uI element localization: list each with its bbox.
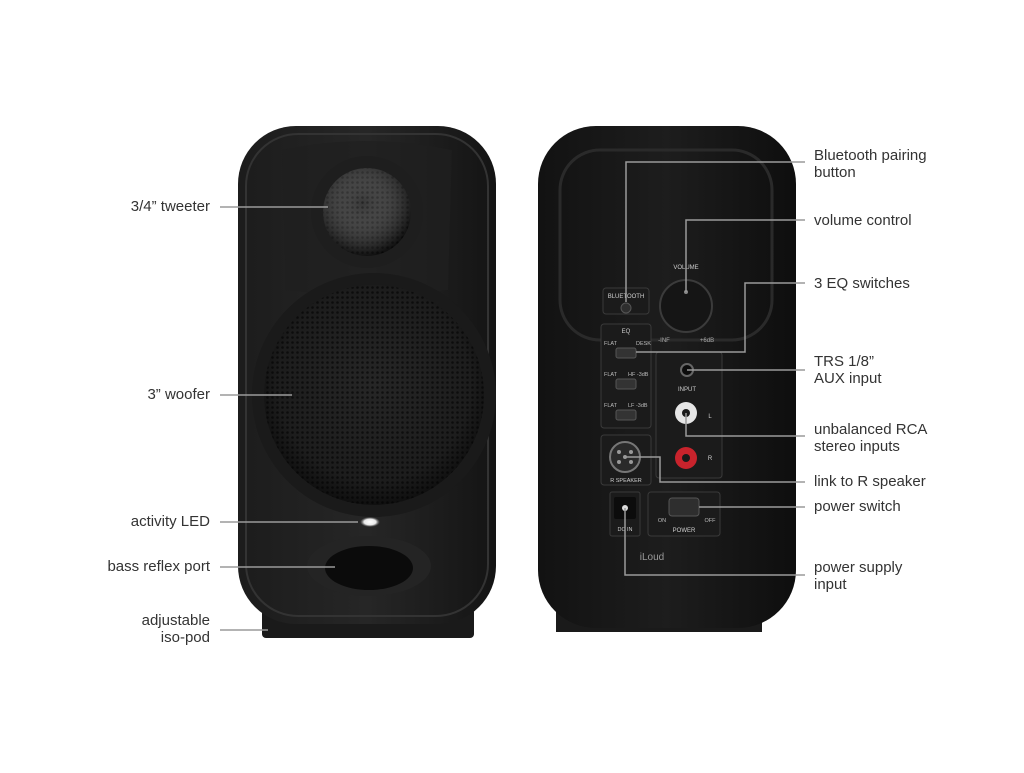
- volume-min-text: -INF: [658, 338, 670, 344]
- leader-bluetooth: [625, 161, 805, 302]
- label-volume: volume control: [814, 212, 912, 229]
- panel-eq-text: EQ: [622, 329, 631, 335]
- leader-psu: [624, 508, 805, 576]
- activity-led: [360, 517, 380, 527]
- back-speaker: BLUETOOTH VOLUME -INF +6dB EQ FLAT DESK …: [538, 126, 796, 632]
- panel-input-text: INPUT: [678, 387, 696, 393]
- eq3-flat-text: FLAT: [604, 403, 618, 409]
- panel-r-speaker-text: R SPEAKER: [610, 478, 642, 484]
- label-rca-line2: stereo inputs: [814, 438, 900, 455]
- label-bluetooth-line1: Bluetooth pairing: [814, 147, 927, 164]
- panel-r-text: R: [708, 456, 713, 462]
- panel-power-text: POWER: [673, 528, 696, 534]
- eq1-desk-text: DESK: [636, 341, 651, 347]
- front-speaker: [238, 126, 496, 638]
- label-link-r-speaker: link to R speaker: [814, 473, 926, 490]
- panel-on-text: ON: [658, 518, 666, 524]
- eq1-flat-text: FLAT: [604, 341, 618, 347]
- label-rca-line1: unbalanced RCA: [814, 421, 928, 438]
- label-trs-line2: AUX input: [814, 370, 882, 387]
- eq-switch-desk: [615, 347, 637, 359]
- leader-rca: [685, 413, 805, 437]
- leader-volume: [685, 219, 805, 292]
- power-rocker-switch: [668, 497, 700, 517]
- label-eq: 3 EQ switches: [814, 275, 910, 292]
- leader-eq: [636, 282, 805, 353]
- brand-logo-text: iLoud: [640, 552, 664, 563]
- leader-link: [625, 456, 805, 483]
- leader-lines: [220, 161, 805, 631]
- panel-l-text: L: [708, 414, 712, 420]
- label-woofer: 3” woofer: [147, 386, 210, 403]
- eq-switch-lf: [615, 409, 637, 421]
- eq3-lf-text: LF -3dB: [628, 403, 648, 409]
- label-tweeter: 3/4” tweeter: [130, 198, 210, 215]
- label-psu-line2: input: [814, 576, 847, 593]
- panel-off-text: OFF: [705, 518, 717, 524]
- eq2-flat-text: FLAT: [604, 372, 618, 378]
- label-isopod-line1: adjustable: [141, 612, 210, 629]
- bass-port-opening: [325, 546, 413, 590]
- label-activity-led: activity LED: [130, 513, 210, 530]
- label-power-switch: power switch: [814, 498, 901, 515]
- eq-switch-hf: [615, 378, 637, 390]
- label-isopod-line2: iso-pod: [160, 629, 210, 646]
- bluetooth-button: [620, 302, 632, 314]
- eq2-hf-text: HF -3dB: [628, 372, 649, 378]
- label-psu-line1: power supply: [814, 559, 903, 576]
- label-bluetooth-line2: button: [814, 164, 856, 181]
- volume-max-text: +6dB: [700, 338, 714, 344]
- label-bass-port: bass reflex port: [107, 558, 210, 575]
- label-trs-line1: TRS 1/8”: [814, 353, 875, 370]
